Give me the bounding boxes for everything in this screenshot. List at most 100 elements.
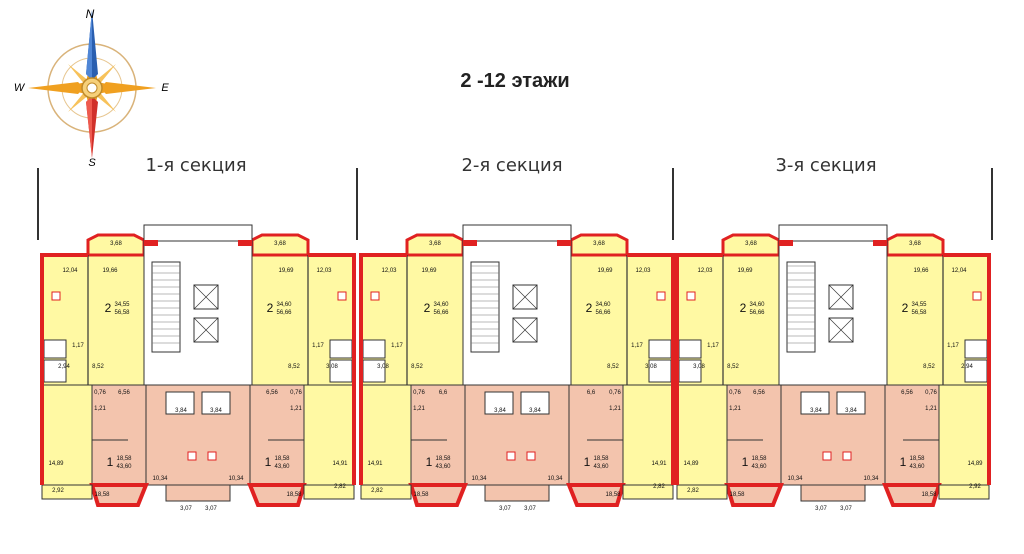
apartment-rooms-label: 2 (267, 301, 274, 315)
room-area-label: 3,68 (429, 241, 441, 247)
room-area-label: 14,89 (967, 461, 983, 467)
room-area-label: 0,76 (609, 390, 621, 396)
section-1-label: 1-я секция (145, 155, 247, 176)
room-area-label: 18,58 (286, 492, 302, 498)
room-area-label: 12,03 (381, 268, 397, 274)
apartment-rooms-label: 2 (902, 301, 909, 315)
room-area-label: 3,08 (645, 364, 657, 370)
room-area-label: 19,66 (102, 268, 118, 274)
room-area-label: 3,07 (840, 506, 852, 512)
room-area-label: 10,34 (863, 476, 879, 482)
room-area-label: 12,04 (951, 268, 967, 274)
room-area-label: 3,08 (326, 364, 338, 370)
apartment-total-area: 56,66 (276, 310, 292, 316)
room-area-label: 3,08 (377, 364, 389, 370)
apartment-living-area: 18,58 (435, 456, 451, 462)
room-area-label: 8,52 (727, 364, 739, 370)
compass-south-label: S (88, 157, 96, 169)
room-area-label: 8,52 (607, 364, 619, 370)
apartment-total-area: 56,66 (433, 310, 449, 316)
apartment-living-area: 18,58 (909, 456, 925, 462)
apartment-rooms-label: 1 (584, 455, 591, 469)
apartment-rooms-label: 2 (424, 301, 431, 315)
room-area-label: 19,69 (278, 268, 294, 274)
room-area-label: 1,17 (312, 343, 324, 349)
compass-east-label: E (161, 82, 169, 94)
room-area-label: 18,58 (94, 492, 110, 498)
room-area-label: 14,91 (367, 461, 383, 467)
room-area-label: 0,76 (413, 390, 425, 396)
apartment-rooms-label: 2 (105, 301, 112, 315)
apartment-total-area: 43,60 (435, 464, 451, 470)
compass-north-label: N (86, 7, 95, 21)
room-area-label: 3,68 (110, 241, 122, 247)
room-area-label: 1,17 (72, 343, 84, 349)
room-area-label: 14,89 (48, 461, 64, 467)
room-area-label: 2,82 (371, 488, 383, 494)
compass-west-label: W (14, 82, 26, 94)
apartment-living-area: 18,58 (274, 456, 290, 462)
room-area-label: 3,08 (693, 364, 705, 370)
room-area-label: 3,84 (494, 408, 506, 414)
apartment-living-area: 34,55 (114, 302, 130, 308)
apartment-rooms-label: 1 (426, 455, 433, 469)
room-area-label: 0,76 (729, 390, 741, 396)
room-area-label: 14,91 (651, 461, 667, 467)
apartment-total-area: 43,60 (274, 464, 290, 470)
apartment-total-area: 56,66 (595, 310, 611, 316)
room-area-label: 1,17 (707, 343, 719, 349)
room-area-label: 2,82 (687, 488, 699, 494)
room-area-label: 2,92 (969, 484, 981, 490)
room-area-label: 10,34 (152, 476, 168, 482)
apartment-rooms-label: 1 (742, 455, 749, 469)
room-area-label: 3,07 (205, 506, 217, 512)
section-2-label: 2-я секция (461, 155, 563, 176)
room-area-label: 10,34 (471, 476, 487, 482)
room-area-label: 18,58 (605, 492, 621, 498)
apartment-living-area: 34,60 (595, 302, 611, 308)
room-area-label: 3,84 (810, 408, 822, 414)
apartment-total-area: 56,58 (911, 310, 927, 316)
room-area-label: 1,21 (729, 406, 741, 412)
room-area-label: 0,76 (925, 390, 937, 396)
room-area-label: 2,82 (653, 484, 665, 490)
room-area-label: 1,21 (94, 406, 106, 412)
compass-rose-icon: N S E W (14, 7, 170, 169)
room-area-label: 6,56 (266, 390, 278, 396)
room-area-label: 19,69 (421, 268, 437, 274)
apartment-rooms-label: 2 (586, 301, 593, 315)
room-area-label: 0,76 (290, 390, 302, 396)
room-area-label: 8,52 (411, 364, 423, 370)
room-area-label: 3,07 (524, 506, 536, 512)
apartment-total-area: 43,60 (751, 464, 767, 470)
room-area-label: 6,6 (587, 390, 596, 396)
room-area-label: 0,76 (94, 390, 106, 396)
room-area-label: 10,34 (787, 476, 803, 482)
room-area-label: 1,21 (413, 406, 425, 412)
apartment-living-area: 34,60 (433, 302, 449, 308)
apartment-total-area: 56,58 (114, 310, 130, 316)
room-area-label: 3,07 (180, 506, 192, 512)
room-area-label: 8,52 (92, 364, 104, 370)
apartment-total-area: 43,60 (116, 464, 132, 470)
room-area-label: 6,6 (439, 390, 448, 396)
room-area-label: 12,03 (697, 268, 713, 274)
room-area-label: 3,68 (745, 241, 757, 247)
room-area-label: 6,56 (901, 390, 913, 396)
room-area-label: 8,52 (923, 364, 935, 370)
room-area-label: 12,03 (316, 268, 332, 274)
room-area-label: 3,68 (909, 241, 921, 247)
room-area-label: 1,17 (631, 343, 643, 349)
apartment-total-area: 43,60 (909, 464, 925, 470)
apartment-living-area: 18,58 (116, 456, 132, 462)
room-area-label: 3,84 (845, 408, 857, 414)
apartment-living-area: 34,60 (276, 302, 292, 308)
room-area-label: 19,69 (737, 268, 753, 274)
room-area-label: 2,94 (961, 364, 973, 370)
room-area-label: 3,84 (529, 408, 541, 414)
room-area-label: 1,21 (925, 406, 937, 412)
apartment-living-area: 34,60 (749, 302, 765, 308)
room-area-label: 2,82 (334, 484, 346, 490)
